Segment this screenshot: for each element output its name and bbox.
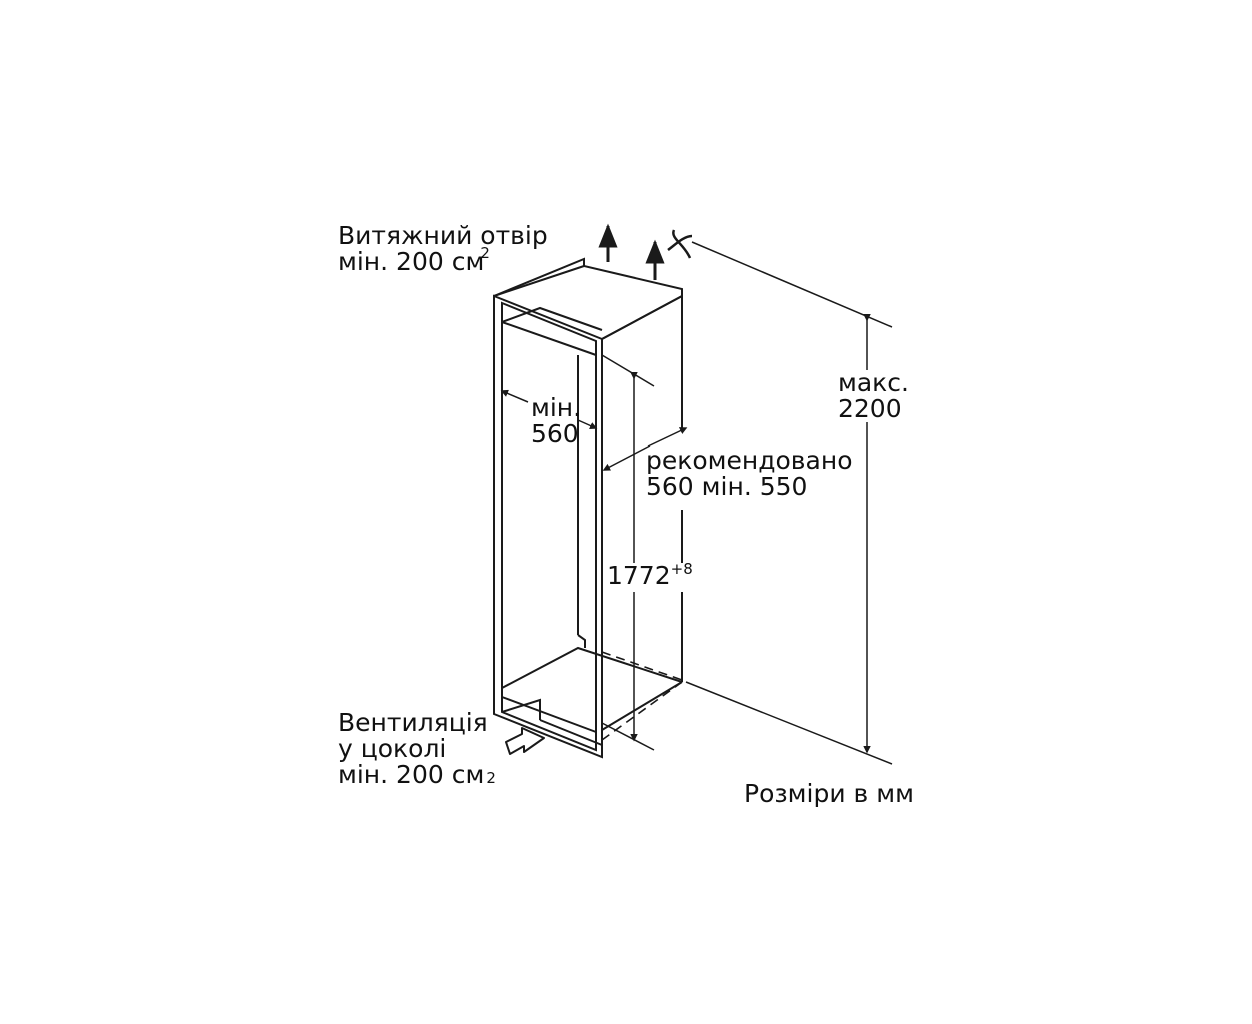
ventilation-label-line2: у цоколі: [338, 734, 447, 763]
exhaust-label-line1: Витяжний отвір: [338, 221, 548, 250]
depth-label-line1: рекомендовано: [646, 446, 853, 475]
depth-label: рекомендовано 560 мін. 550: [646, 448, 853, 500]
exhaust-arrows: [598, 223, 693, 280]
max-ext-top: [691, 241, 893, 328]
height-ext-top: [601, 354, 655, 387]
height-label: 1772+8: [607, 560, 695, 592]
niche-front-inner: [501, 301, 597, 752]
height-ext-bottom: [601, 722, 655, 751]
depth-dim-line: [602, 445, 651, 471]
ventilation-arrow: [505, 727, 545, 755]
exhaust-label-line2: мін. 200 см2: [338, 244, 548, 278]
ventilation-label-area: мін. 200 см: [338, 760, 485, 789]
height-label-value: 1772: [607, 561, 671, 590]
niche-front-outer: [493, 294, 603, 759]
width-label: мін. 560: [531, 395, 581, 447]
height-label-tolerance: +8: [670, 560, 693, 578]
max-label-line1: макс.: [838, 368, 909, 397]
width-label-line2: 560: [531, 419, 579, 448]
hidden-edges: [601, 651, 683, 741]
cabinet-niche: [493, 257, 683, 759]
max-ext-bottom: [685, 681, 893, 765]
lower-shelf: [501, 646, 683, 689]
ventilation-label-exponent: 2: [486, 769, 496, 787]
max-label-line2: 2200: [838, 394, 902, 423]
dimension-lines: [500, 241, 893, 765]
max-label: макс. 2200: [838, 370, 909, 422]
exhaust-label-exponent: 2: [480, 244, 490, 262]
width-dim-left: [500, 389, 529, 403]
width-label-line1: мін.: [531, 393, 582, 422]
width-dim-right: [577, 419, 598, 429]
exhaust-label-area: мін. 200 см: [338, 247, 485, 276]
ventilation-label-line1: Вентиляція: [338, 708, 488, 737]
exhaust-label: Витяжний отвір мін. 200 см2: [338, 223, 548, 278]
flame-icon: [667, 229, 693, 259]
depth-label-line2: 560 мін. 550: [646, 472, 808, 501]
units-note: Розміри в мм: [744, 779, 914, 808]
niche-right-side: [601, 294, 683, 428]
upper-shelf: [501, 306, 603, 331]
